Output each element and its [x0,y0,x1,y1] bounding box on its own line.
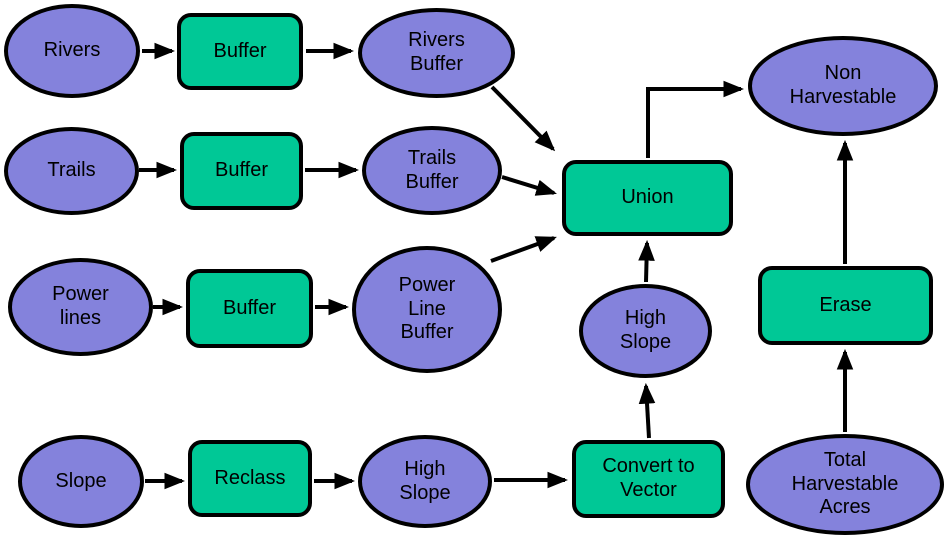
node-slope[interactable]: Slope [18,435,144,528]
node-power-line-buffer[interactable]: Power Line Buffer [352,246,502,373]
node-rivers[interactable]: Rivers [4,4,140,98]
edge-trails-buffer-to-union [501,175,557,196]
node-high-slope-raster[interactable]: High Slope [358,435,492,528]
node-buffer-trails[interactable]: Buffer [180,132,303,210]
node-buffer-rivers-label: Buffer [213,39,267,62]
node-slope-label: Slope [55,469,107,492]
node-erase[interactable]: Erase [758,266,933,345]
node-union[interactable]: Union [562,160,733,236]
node-buffer-power-lines-label: Buffer [223,296,276,319]
node-high-slope-vector-label: High Slope [619,307,672,353]
node-power-lines[interactable]: Power lines [8,258,153,356]
node-power-lines-label: Power lines [52,283,109,329]
node-trails-label: Trails [47,159,96,182]
node-total-harvestable-acres-label: Total Harvestable Acres [791,449,899,519]
node-high-slope-vector[interactable]: High Slope [579,284,712,378]
node-rivers-label: Rivers [43,39,101,62]
edge-union-to-non-harvestable [646,80,745,158]
node-non-harvestable-label: Non Harvestable [789,62,897,108]
node-erase-label: Erase [819,293,872,316]
node-total-harvestable-acres[interactable]: Total Harvestable Acres [746,434,944,535]
node-reclass-label: Reclass [214,466,286,489]
edge-high-slope-to-union [638,239,655,283]
node-buffer-power-lines[interactable]: Buffer [186,269,313,348]
node-buffer-trails-label: Buffer [215,159,268,182]
edge-rivers-buffer-to-union [490,85,556,152]
node-convert-to-vector-label: Convert to Vector [602,455,695,501]
node-trails-buffer-label: Trails Buffer [405,146,459,193]
node-union-label: Union [621,186,674,209]
node-rivers-buffer-label: Rivers Buffer [408,29,465,75]
node-high-slope-raster-label: High Slope [399,457,451,504]
node-trails-buffer[interactable]: Trails Buffer [362,126,502,215]
node-power-line-buffer-label: Power Line Buffer [398,274,456,344]
edge-power-line-buffer-to-union [490,236,557,263]
node-convert-to-vector[interactable]: Convert to Vector [572,440,725,518]
node-non-harvestable[interactable]: Non Harvestable [748,36,938,136]
node-buffer-rivers[interactable]: Buffer [177,13,303,90]
node-reclass[interactable]: Reclass [188,440,312,517]
node-rivers-buffer[interactable]: Rivers Buffer [358,8,515,98]
node-trails[interactable]: Trails [4,127,139,215]
edge-convert-to-high-slope [638,382,656,439]
